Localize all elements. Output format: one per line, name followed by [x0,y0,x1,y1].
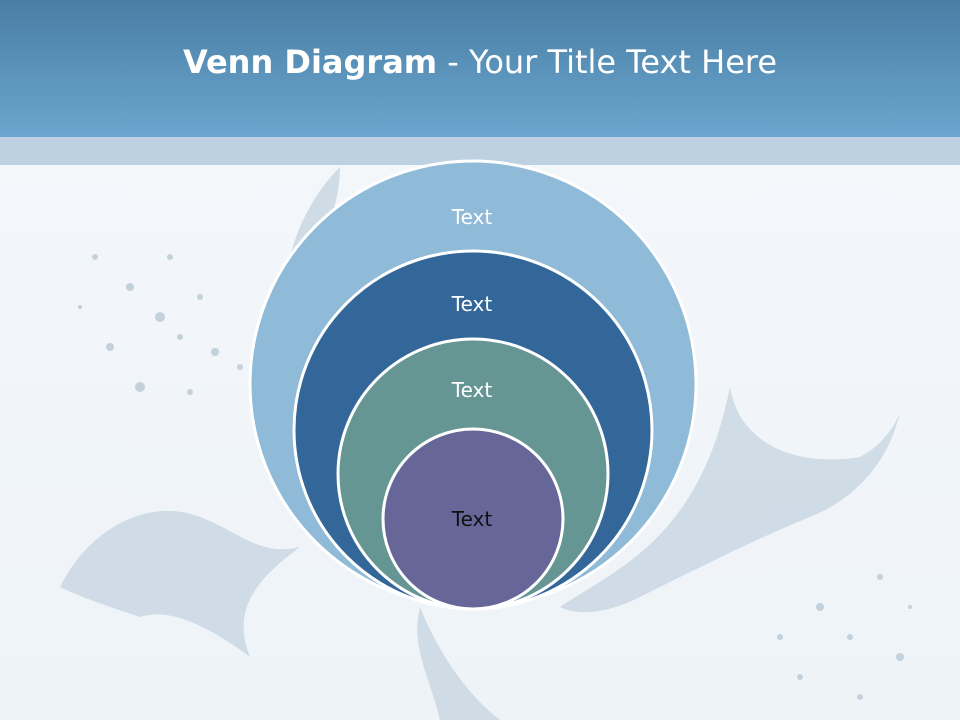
slide-title[interactable]: Venn Diagram - Your Title Text Here [0,40,960,84]
header-bar [0,0,960,137]
circle-level-4[interactable]: Text [381,427,565,611]
title-bold-part: Venn Diagram [182,43,438,81]
circle-level-4-label: Text [451,507,493,531]
title-rest-part: - Your Title Text Here [437,43,778,81]
circle-level-2-label: Text [451,292,493,316]
circle-level-3-label: Text [451,378,493,402]
circle-level-1-label: Text [451,205,493,229]
